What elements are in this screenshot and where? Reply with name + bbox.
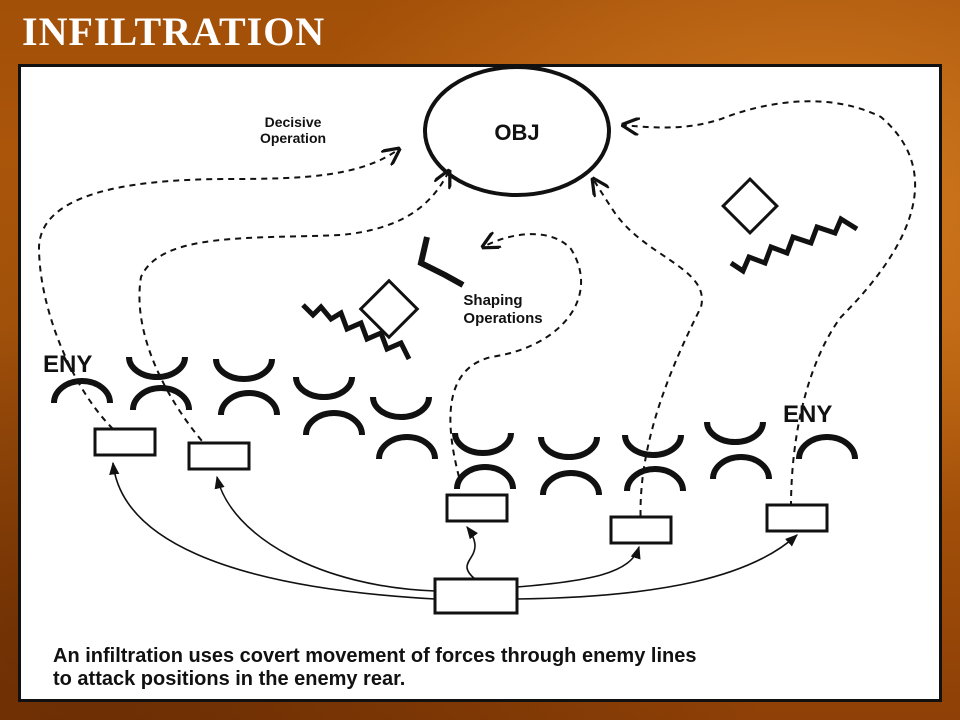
main-body-box — [433, 577, 519, 615]
enemy-arc — [624, 466, 686, 492]
objective-circle — [423, 67, 611, 197]
dispatch-arrow — [466, 525, 479, 580]
enemy-arc — [454, 464, 516, 490]
infiltration-routes — [37, 100, 917, 528]
enemy-arc — [370, 396, 432, 420]
target-diamond-left — [358, 278, 420, 340]
obstacle-left — [301, 303, 412, 361]
friendly-unit-box — [187, 441, 251, 471]
enemy-arc — [540, 470, 602, 496]
enemy-arc — [130, 385, 192, 411]
friendly-unit-box — [609, 515, 673, 545]
shaping-label-line2: Operations — [463, 310, 542, 327]
enemy-arc — [376, 434, 438, 460]
route-5 — [623, 100, 917, 508]
shaping-label-line1: Shaping — [463, 292, 522, 309]
decisive-label-line2: Operation — [260, 130, 326, 146]
route-1 — [37, 149, 399, 430]
dispatch-arrow — [109, 461, 436, 600]
enemy-arc — [213, 358, 275, 382]
objective-label: OBJ — [494, 120, 539, 145]
enemy-label-right: ENY — [783, 401, 832, 428]
route-2 — [138, 171, 449, 450]
dispatch-arrow — [214, 475, 436, 592]
obstacle-right — [729, 215, 859, 275]
enemy-arc — [704, 421, 766, 445]
dispatch-arrows — [109, 461, 798, 600]
caption-line1: An infiltration uses covert movement of … — [53, 645, 697, 667]
infiltration-diagram: OBJ Decisive Operation Shaping Operation… — [18, 64, 942, 702]
enemy-arc — [452, 432, 514, 456]
enemy-targets — [358, 177, 779, 340]
dispatch-arrow — [516, 534, 798, 600]
route-4 — [593, 179, 703, 528]
route-3 — [449, 234, 583, 478]
friendly-units — [93, 427, 829, 615]
enemy-arc — [796, 434, 858, 460]
shaping-force-symbol — [417, 236, 465, 288]
enemy-arc — [538, 436, 600, 460]
enemy-arc — [303, 410, 365, 436]
enemy-arc — [51, 378, 113, 404]
enemy-arc — [126, 356, 188, 380]
enemy-arc — [218, 390, 280, 416]
friendly-unit-box — [765, 503, 829, 533]
enemy-positions — [51, 356, 858, 496]
enemy-arc — [293, 376, 355, 400]
diagram-canvas: OBJ Decisive Operation Shaping Operation… — [37, 67, 917, 615]
friendly-unit-box — [445, 493, 509, 523]
enemy-label-left: ENY — [43, 351, 92, 378]
obstacle-symbols — [301, 215, 859, 361]
enemy-arc — [622, 434, 684, 458]
slide-title: INFILTRATION — [22, 9, 326, 54]
diagram-caption: An infiltration uses covert movement of … — [53, 645, 913, 691]
decisive-label-line1: Decisive — [265, 114, 322, 130]
dispatch-arrow — [516, 545, 641, 588]
friendly-unit-box — [93, 427, 157, 457]
enemy-arc — [710, 454, 772, 480]
target-diamond-right — [721, 177, 779, 235]
caption-line2: to attack positions in the enemy rear. — [53, 668, 406, 690]
